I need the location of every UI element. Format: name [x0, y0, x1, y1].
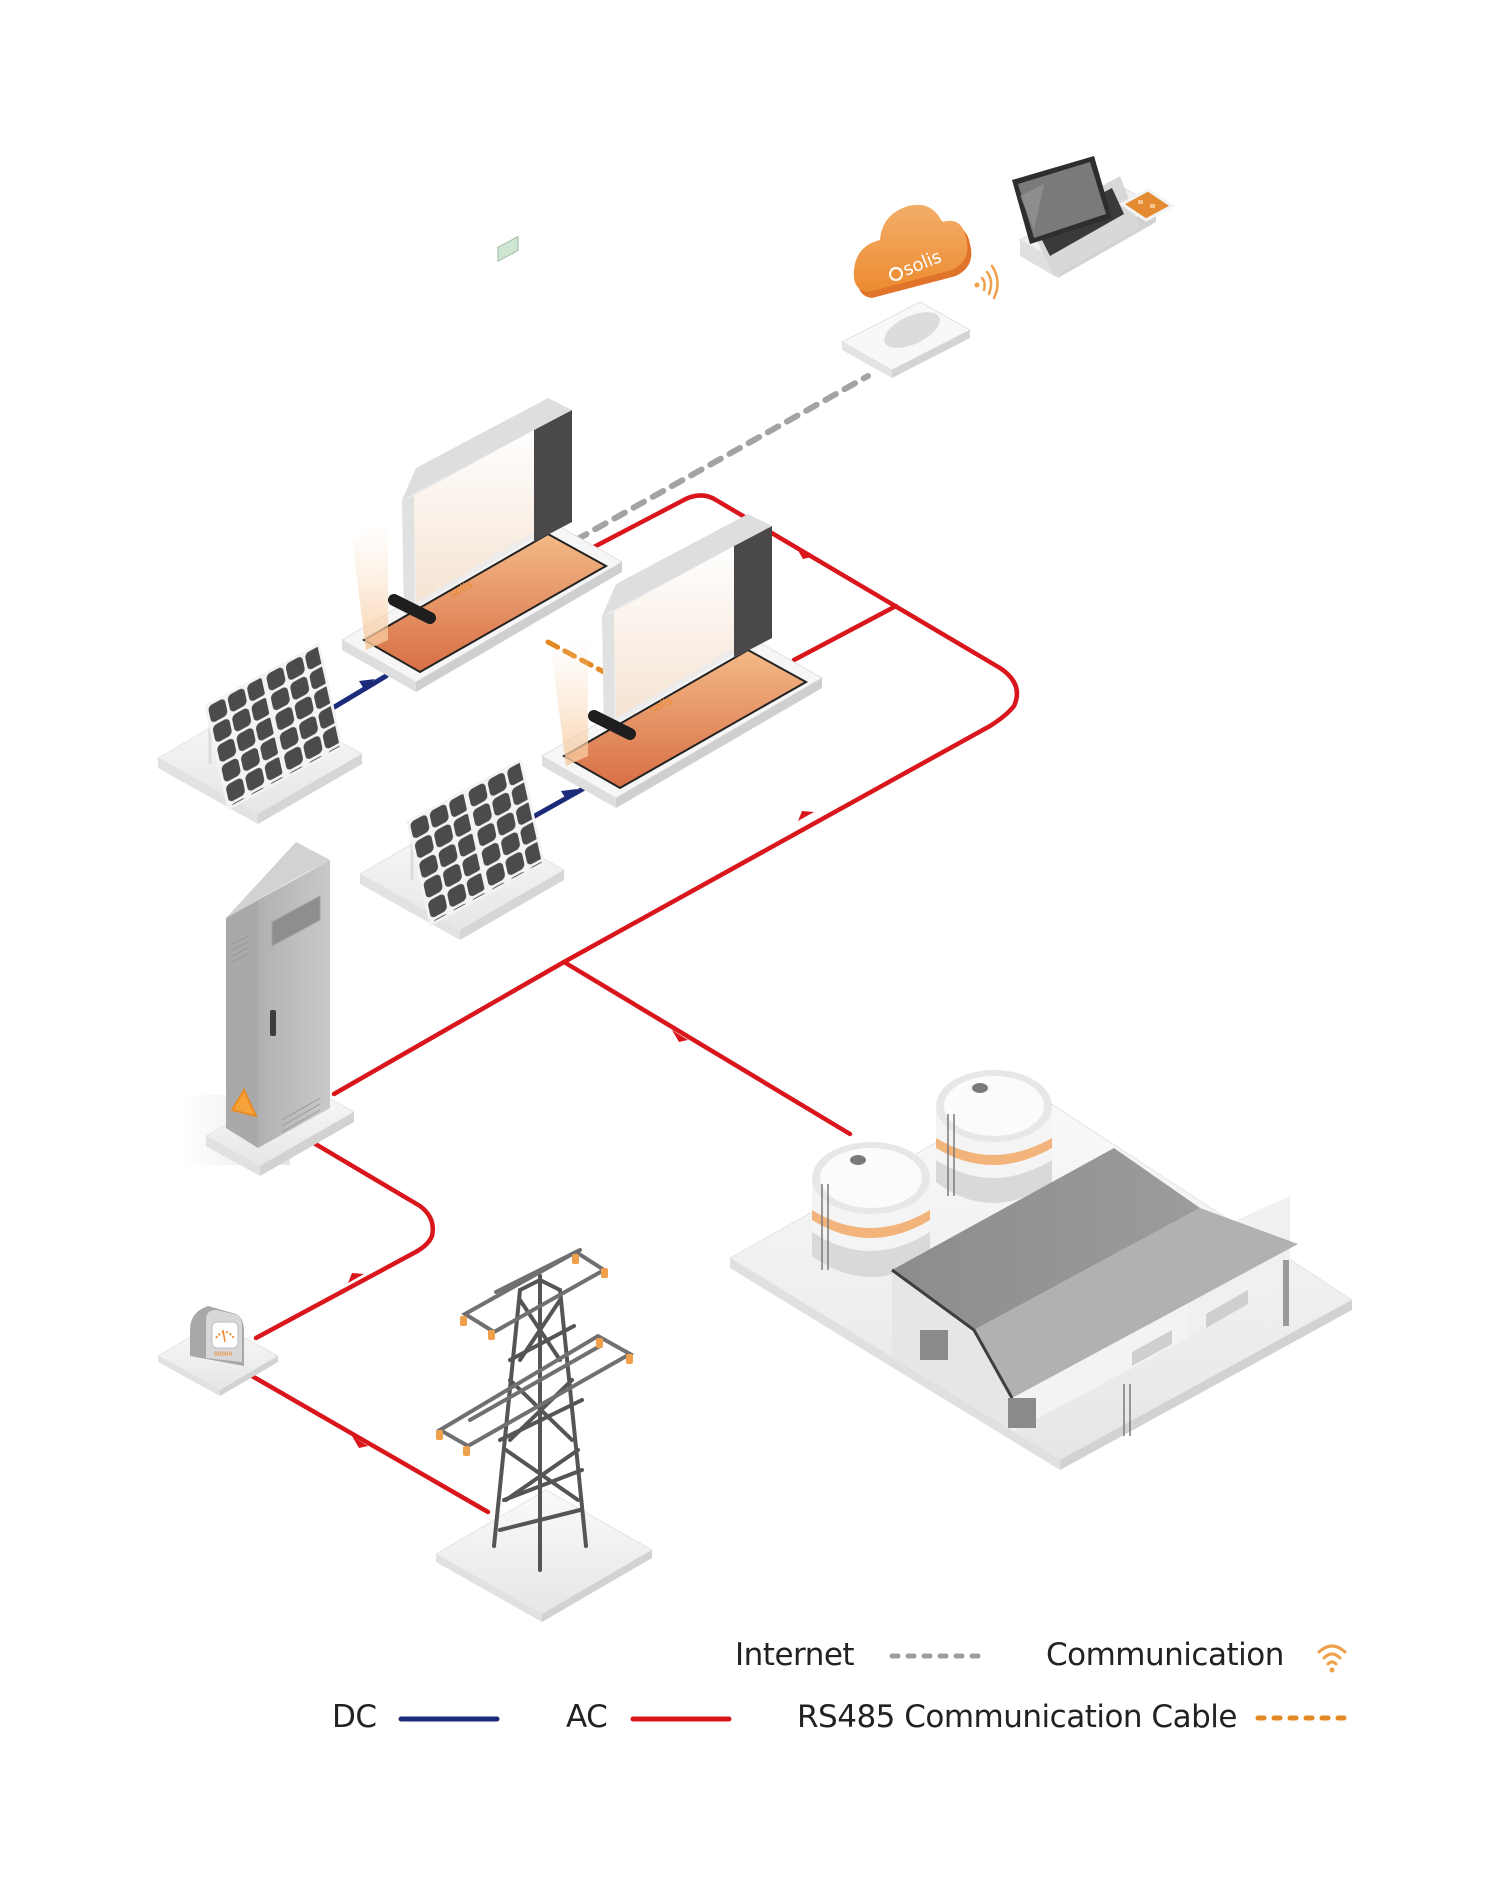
ac-arrow: [348, 1273, 364, 1283]
insulator-icon: [436, 1430, 443, 1440]
factory-building: [891, 1148, 1298, 1436]
dc-arrow: [561, 789, 577, 799]
insulator-icon: [488, 1330, 495, 1340]
ac-cabinet-to-meter: [253, 1139, 435, 1341]
legend-label: RS485 Communication Cable: [797, 1699, 1237, 1735]
insulator-icon: [460, 1316, 467, 1326]
ac-to-cabinet: [331, 959, 567, 1097]
laptop: [1012, 156, 1158, 278]
rs485-dashed-line-icon: [1255, 1715, 1349, 1721]
insulator-icon: [572, 1254, 579, 1264]
meter-reading: 00000: [214, 1351, 232, 1358]
ac-cabinet: [180, 842, 356, 1176]
insulator-icon: [626, 1354, 633, 1364]
insulator-icon: [596, 1338, 603, 1348]
energy-meter: 00000: [156, 1306, 280, 1396]
dc-line-icon: [398, 1716, 500, 1722]
inverter-2: solis: [540, 514, 824, 808]
inverter-display: [497, 235, 519, 262]
storage-tank: [936, 1070, 1052, 1203]
legend-label: DC: [332, 1699, 377, 1735]
mobile-phone: [1119, 188, 1175, 222]
dc-cable-1: [323, 673, 389, 715]
inverter-1: solis: [340, 235, 624, 692]
glow: [352, 520, 388, 650]
datalogger: [840, 301, 972, 378]
legend-label: Communication: [1046, 1637, 1284, 1673]
dc-cable-2: [521, 783, 591, 825]
connections: [249, 373, 1020, 1515]
inverter-handle: [388, 594, 436, 624]
ac-to-factory: [561, 959, 853, 1137]
internet-dashed-line-icon: [889, 1653, 983, 1659]
cloud-platform: solis: [853, 204, 972, 298]
dc-arrow: [359, 679, 375, 689]
internet-cable: [573, 373, 871, 543]
ac-line-icon: [630, 1716, 732, 1722]
pv-array-1: [156, 642, 364, 824]
insulator-icon: [463, 1446, 470, 1456]
insulator-icon: [601, 1268, 608, 1278]
storage-tank: [812, 1142, 930, 1277]
ac-branch-inverter-2: [791, 603, 899, 663]
solis-sun-logo-icon: [889, 267, 903, 281]
pv-array-2: [358, 758, 566, 940]
wifi-icon: [1317, 1644, 1347, 1673]
transmission-tower: [434, 1248, 654, 1622]
wifi-signal-icon: [974, 264, 999, 300]
ac-arrow: [798, 811, 814, 821]
ac-arrow: [352, 1436, 368, 1448]
legend-label: AC: [566, 1699, 608, 1735]
ac-arrow: [796, 547, 812, 559]
ac-meter-to-grid: [249, 1373, 491, 1515]
ac-arrow: [672, 1030, 688, 1042]
legend-label: Internet: [735, 1637, 855, 1673]
ac-bus-inverter-1: [561, 493, 1020, 965]
factory: [729, 1070, 1353, 1470]
